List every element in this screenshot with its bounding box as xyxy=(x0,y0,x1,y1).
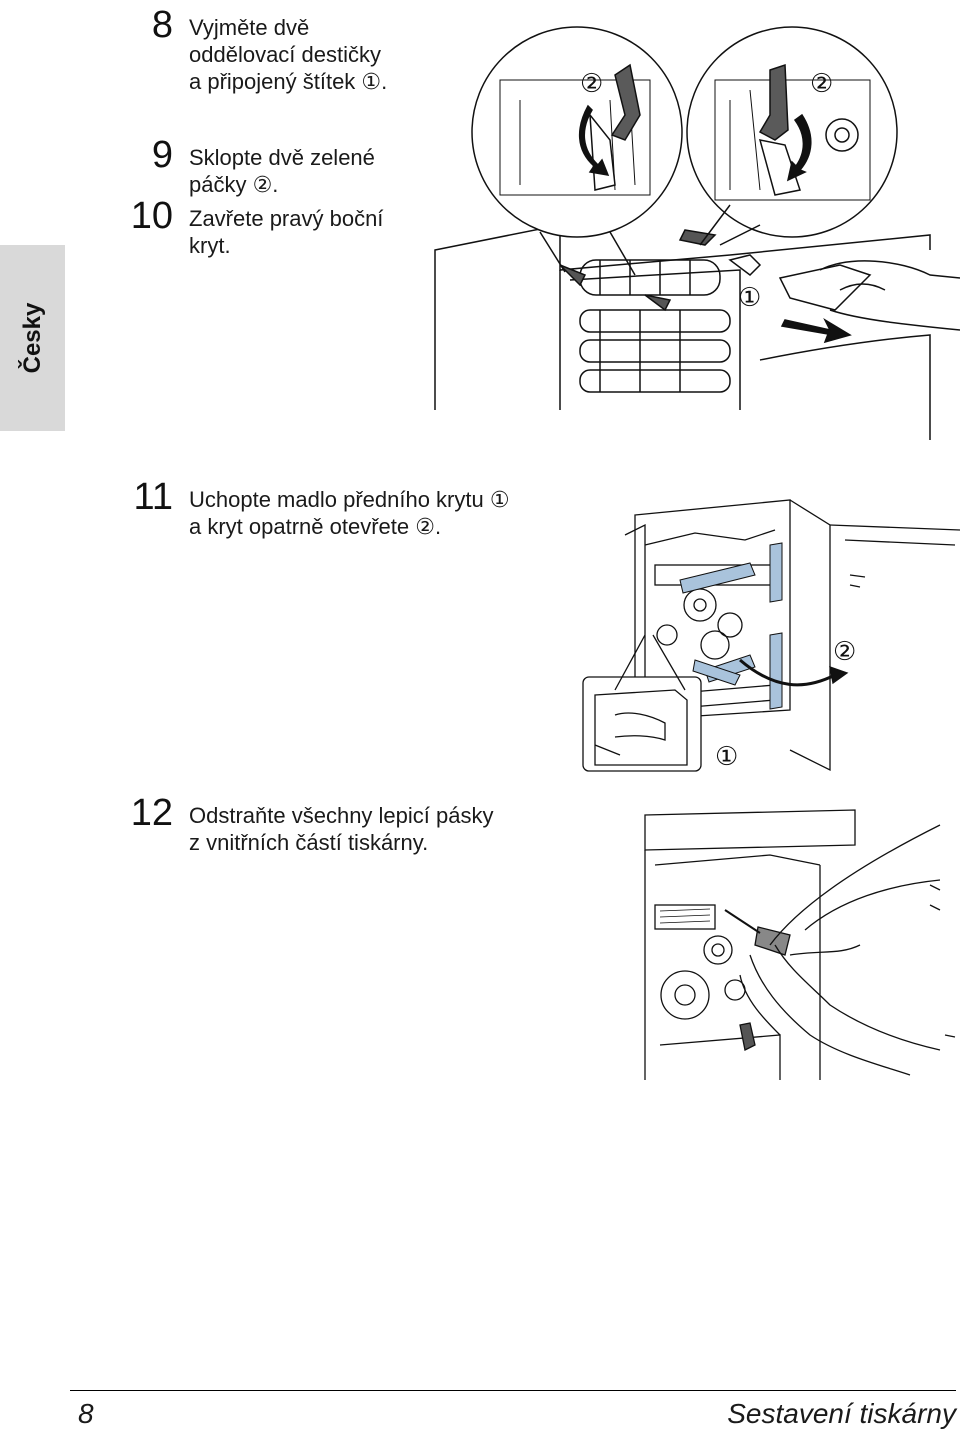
step-number: 11 xyxy=(133,476,173,518)
step-text: Zavřete pravý boční kryt. xyxy=(189,206,384,258)
callout: ② xyxy=(833,637,856,667)
step-8: 8 Vyjměte dvě oddělovací destičky a přip… xyxy=(152,6,388,95)
language-side-tab: Česky xyxy=(0,245,65,431)
callout: ② xyxy=(580,69,603,99)
callout: ① xyxy=(715,742,738,772)
step-11: 11 Uchopte madlo předního krytu ① a kryt… xyxy=(134,478,510,540)
step-text: Odstraňte všechny lepicí pásky z vnitřní… xyxy=(189,803,494,855)
step-12: 12 Odstraňte všechny lepicí pásky z vnit… xyxy=(131,794,494,856)
step-10: 10 Zavřete pravý boční kryt. xyxy=(131,197,384,259)
figure-open-front-cover: ② ① xyxy=(575,485,960,780)
step-number: 10 xyxy=(130,195,173,237)
step-9: 9 Sklopte dvě zelené páčky ②. xyxy=(152,136,375,198)
page-number: 8 xyxy=(78,1398,94,1429)
callout: ② xyxy=(810,69,833,99)
figure-remove-tape xyxy=(640,805,960,1085)
section-title: Sestavení tiskárny xyxy=(727,1398,956,1429)
callout: ① xyxy=(738,283,761,313)
footer-rule xyxy=(70,1390,956,1391)
step-text: Sklopte dvě zelené páčky ②. xyxy=(189,145,375,197)
step-number: 12 xyxy=(130,792,173,834)
language-label: Česky xyxy=(18,302,46,374)
step-number: 9 xyxy=(151,134,173,176)
figure-separator-plates: ② ② ① xyxy=(430,20,960,445)
step-text: Vyjměte dvě oddělovací destičky a připoj… xyxy=(189,15,388,94)
step-text: Uchopte madlo předního krytu ① a kryt op… xyxy=(189,487,510,539)
step-number: 8 xyxy=(151,4,173,46)
